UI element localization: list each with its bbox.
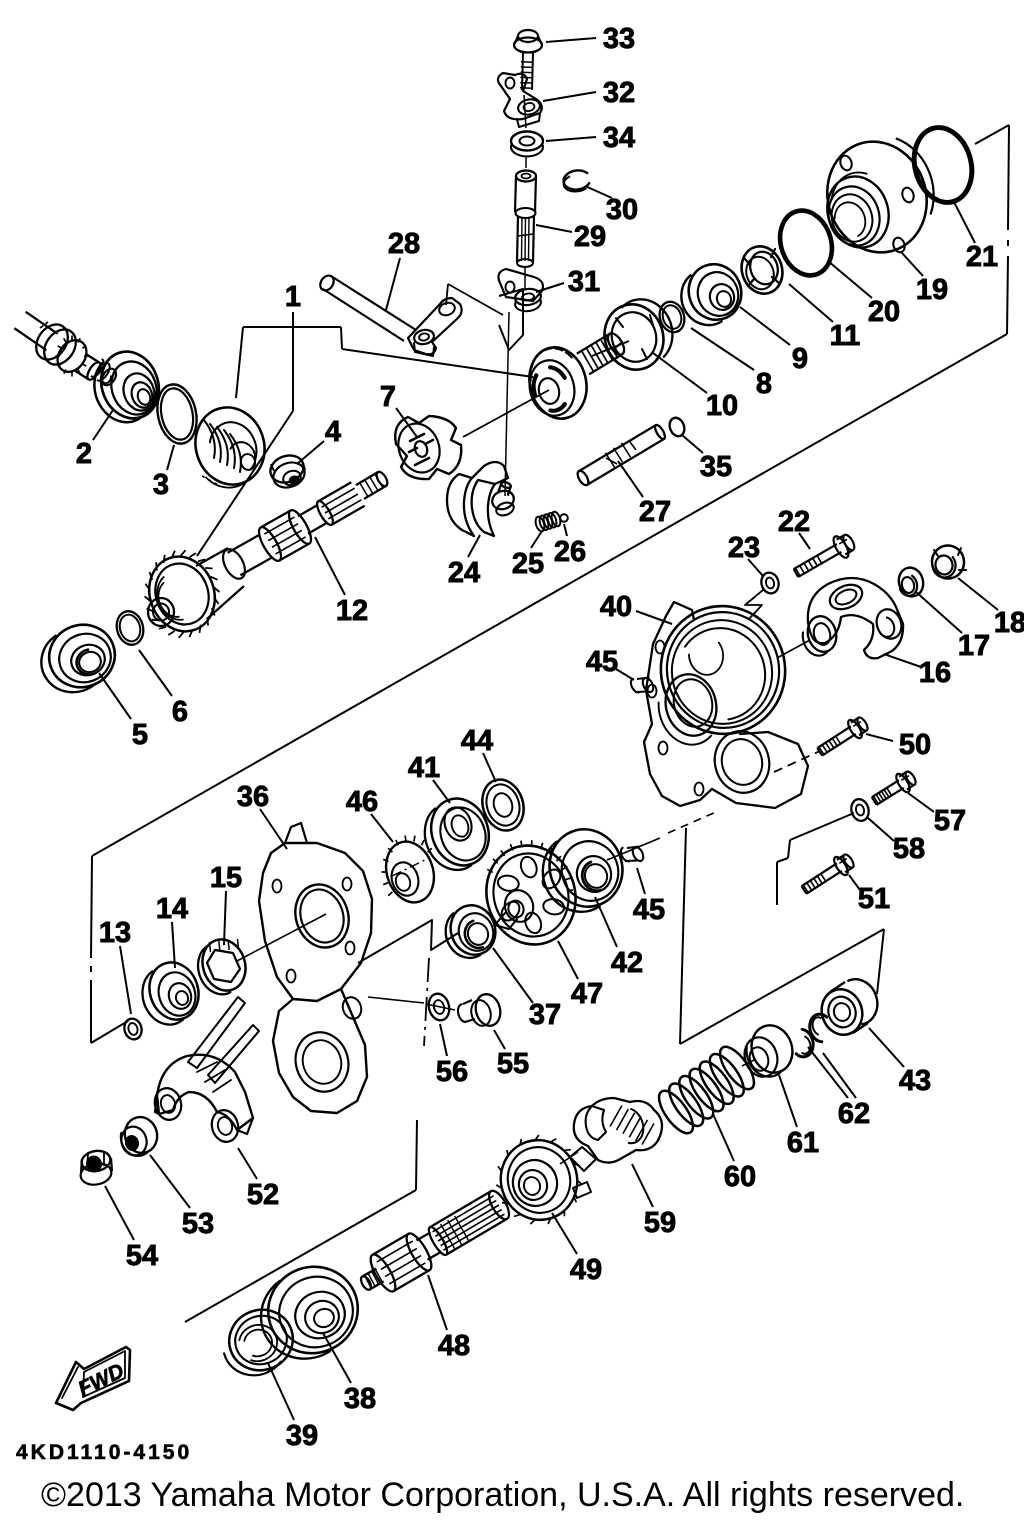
svg-text:17: 17 xyxy=(958,630,990,662)
svg-text:49: 49 xyxy=(570,1254,602,1286)
svg-text:52: 52 xyxy=(247,1179,279,1211)
svg-text:60: 60 xyxy=(724,1161,756,1193)
svg-text:24: 24 xyxy=(448,557,480,589)
svg-text:42: 42 xyxy=(611,947,643,979)
svg-text:13: 13 xyxy=(99,917,131,949)
svg-text:14: 14 xyxy=(156,893,188,925)
svg-text:27: 27 xyxy=(639,496,671,528)
svg-text:32: 32 xyxy=(603,77,635,109)
svg-text:46: 46 xyxy=(346,786,378,818)
svg-text:47: 47 xyxy=(571,978,603,1010)
svg-text:2: 2 xyxy=(76,438,92,470)
svg-text:12: 12 xyxy=(336,595,368,627)
svg-text:48: 48 xyxy=(438,1330,470,1362)
svg-text:31: 31 xyxy=(568,266,600,298)
svg-text:45: 45 xyxy=(633,894,665,926)
svg-text:29: 29 xyxy=(574,221,606,253)
svg-text:53: 53 xyxy=(182,1208,214,1240)
svg-text:56: 56 xyxy=(436,1056,468,1088)
svg-text:23: 23 xyxy=(728,532,760,564)
svg-text:55: 55 xyxy=(497,1048,529,1080)
svg-text:45: 45 xyxy=(586,646,618,678)
svg-text:9: 9 xyxy=(792,343,808,375)
svg-text:35: 35 xyxy=(700,451,732,483)
svg-text:22: 22 xyxy=(778,506,810,538)
svg-text:10: 10 xyxy=(706,390,738,422)
svg-text:44: 44 xyxy=(461,725,493,757)
svg-text:61: 61 xyxy=(787,1127,819,1159)
svg-text:25: 25 xyxy=(512,548,544,580)
svg-text:26: 26 xyxy=(554,536,586,568)
svg-text:30: 30 xyxy=(606,194,638,226)
svg-text:33: 33 xyxy=(603,23,635,55)
svg-text:11: 11 xyxy=(830,320,861,352)
svg-text:21: 21 xyxy=(966,241,998,273)
svg-text:1: 1 xyxy=(285,281,301,313)
svg-text:4KD1110-4150: 4KD1110-4150 xyxy=(16,1441,192,1464)
svg-text:36: 36 xyxy=(237,781,269,813)
svg-text:41: 41 xyxy=(408,752,440,784)
svg-text:©2013 Yamaha Motor Corporation: ©2013 Yamaha Motor Corporation, U.S.A. A… xyxy=(41,1476,964,1514)
svg-text:34: 34 xyxy=(603,122,635,154)
svg-text:37: 37 xyxy=(529,999,561,1031)
svg-text:43: 43 xyxy=(899,1065,931,1097)
svg-text:19: 19 xyxy=(916,274,948,306)
svg-text:4: 4 xyxy=(325,416,341,448)
svg-text:57: 57 xyxy=(934,805,966,837)
svg-text:8: 8 xyxy=(756,368,772,400)
svg-text:28: 28 xyxy=(388,228,420,260)
svg-text:54: 54 xyxy=(126,1240,158,1272)
svg-text:3: 3 xyxy=(153,469,169,501)
svg-text:59: 59 xyxy=(644,1207,676,1239)
svg-text:5: 5 xyxy=(132,719,148,751)
svg-text:50: 50 xyxy=(899,729,931,761)
svg-text:18: 18 xyxy=(994,607,1024,639)
svg-text:62: 62 xyxy=(838,1098,870,1130)
svg-text:38: 38 xyxy=(344,1383,376,1415)
svg-text:20: 20 xyxy=(868,296,900,328)
svg-text:51: 51 xyxy=(858,883,890,915)
svg-text:15: 15 xyxy=(210,862,242,894)
svg-text:16: 16 xyxy=(919,657,951,689)
svg-text:7: 7 xyxy=(380,381,396,413)
svg-text:40: 40 xyxy=(600,591,632,623)
svg-text:58: 58 xyxy=(893,833,925,865)
svg-text:6: 6 xyxy=(172,696,188,728)
svg-text:39: 39 xyxy=(286,1420,318,1452)
